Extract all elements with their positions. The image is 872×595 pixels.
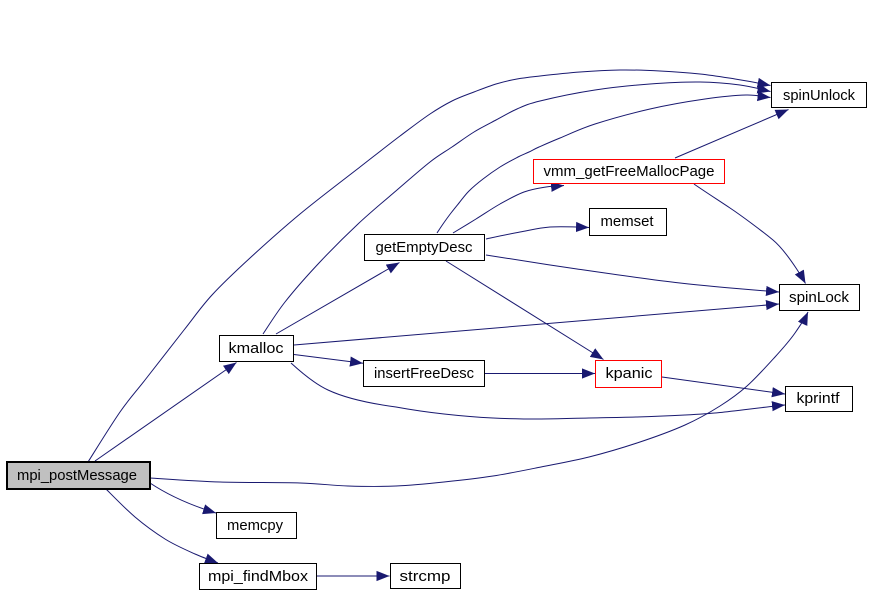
svg-text:vmm_getFreeMallocPage: vmm_getFreeMallocPage <box>544 163 715 180</box>
svg-text:spinUnlock: spinUnlock <box>783 87 855 104</box>
svg-text:kpanic: kpanic <box>606 365 654 382</box>
svg-text:memset: memset <box>601 213 655 230</box>
svg-text:insertFreeDesc: insertFreeDesc <box>374 365 474 382</box>
svg-text:mpi_postMessage: mpi_postMessage <box>17 467 137 484</box>
svg-text:kprintf: kprintf <box>797 390 841 407</box>
svg-text:mpi_findMbox: mpi_findMbox <box>208 568 309 585</box>
svg-text:kmalloc: kmalloc <box>229 340 285 357</box>
svg-text:spinLock: spinLock <box>789 289 850 306</box>
svg-text:getEmptyDesc: getEmptyDesc <box>376 239 473 256</box>
svg-text:strcmp: strcmp <box>400 568 451 585</box>
svg-text:memcpy: memcpy <box>227 517 283 534</box>
